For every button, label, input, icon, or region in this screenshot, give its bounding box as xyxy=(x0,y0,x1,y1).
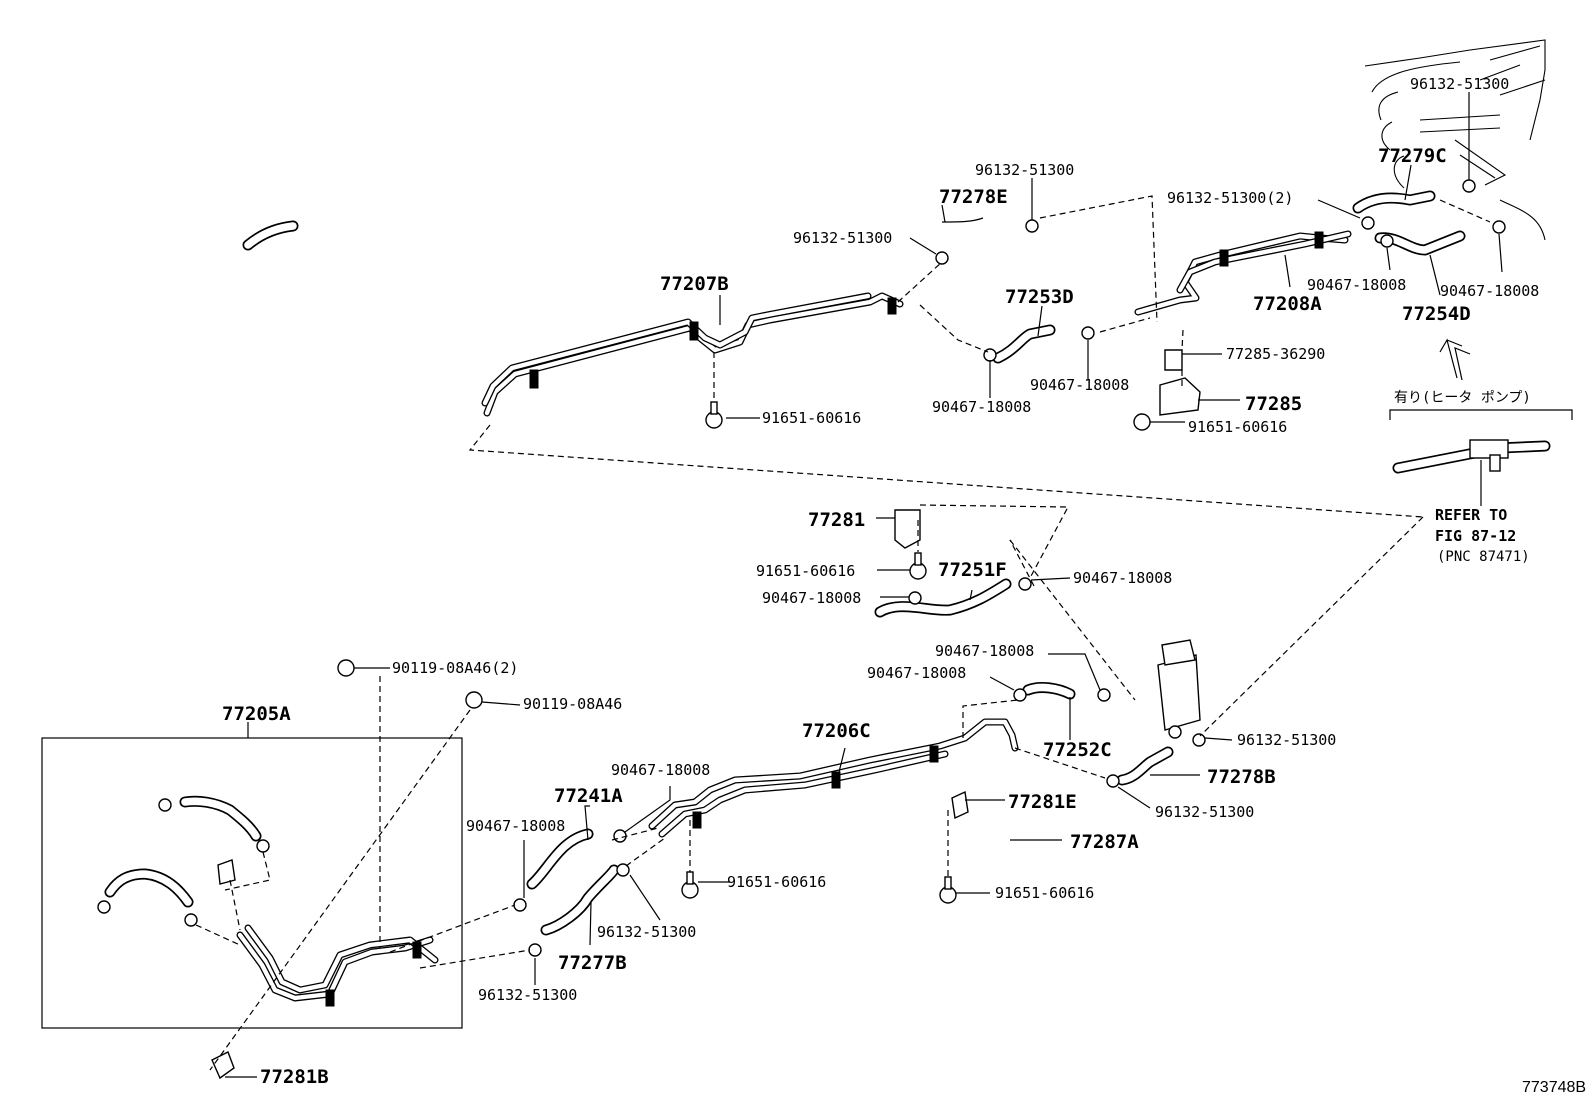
label-96132-51300-a[interactable]: 96132-51300 xyxy=(975,161,1074,179)
rubber-hoses xyxy=(104,190,1551,936)
label-77254d[interactable]: 77254D xyxy=(1402,303,1471,325)
label-96132-51300-2[interactable]: 96132-51300(2) xyxy=(1167,189,1293,207)
refer-to-line2[interactable]: FIG 87-12 xyxy=(1435,527,1516,545)
clamps-and-bolts xyxy=(97,179,1509,1080)
leader-lines xyxy=(225,92,1503,1078)
label-96132-51300-g[interactable]: 96132-51300 xyxy=(597,923,696,941)
label-91651-60616-c[interactable]: 91651-60616 xyxy=(756,562,855,580)
label-77281[interactable]: 77281 xyxy=(808,509,865,531)
label-77285[interactable]: 77285 xyxy=(1245,393,1302,415)
label-90467-18008-h[interactable]: 90467-18008 xyxy=(867,664,966,682)
label-77241a[interactable]: 77241A xyxy=(554,785,623,807)
engine-outline xyxy=(1364,39,1546,241)
label-77252c[interactable]: 77252C xyxy=(1043,739,1112,761)
label-90467-18008-i[interactable]: 90467-18008 xyxy=(611,761,710,779)
label-77205a[interactable]: 77205A xyxy=(222,703,291,725)
label-90467-18008-g[interactable]: 90467-18008 xyxy=(935,642,1034,660)
label-96132-51300-b[interactable]: 96132-51300 xyxy=(793,229,892,247)
label-96132-51300-h[interactable]: 96132-51300 xyxy=(478,986,577,1004)
label-90119-08a46-2[interactable]: 90119-08A46(2) xyxy=(392,659,518,677)
label-96132-51300-c[interactable]: 96132-51300 xyxy=(1410,75,1509,93)
label-77278e[interactable]: 77278E xyxy=(939,186,1008,208)
label-90467-18008-c[interactable]: 90467-18008 xyxy=(1307,276,1406,294)
label-77251f[interactable]: 77251F xyxy=(938,559,1007,581)
label-91651-60616-e[interactable]: 91651-60616 xyxy=(995,884,1094,902)
label-77277b[interactable]: 77277B xyxy=(558,952,627,974)
label-90467-18008-a[interactable]: 90467-18008 xyxy=(932,398,1031,416)
dashed-routing-lines xyxy=(195,195,1491,1071)
refer-to-line1[interactable]: REFER TO xyxy=(1435,506,1507,524)
label-77208a[interactable]: 77208A xyxy=(1253,293,1322,315)
label-90467-18008-b[interactable]: 90467-18008 xyxy=(1030,376,1129,394)
label-91651-60616-d[interactable]: 91651-60616 xyxy=(727,873,826,891)
heater-bracket xyxy=(1389,409,1573,420)
part-labels: 96132-51300 77278E 96132-51300 77207B 91… xyxy=(222,75,1586,1096)
figure-id: 773748B xyxy=(1522,1079,1586,1096)
heater-pump-note: 有り(ヒータ ポンプ) xyxy=(1394,390,1531,406)
label-96132-51300-f[interactable]: 96132-51300 xyxy=(1155,803,1254,821)
label-90467-18008-d[interactable]: 90467-18008 xyxy=(1440,282,1539,300)
label-90467-18008-e[interactable]: 90467-18008 xyxy=(1073,569,1172,587)
label-77279c[interactable]: 77279C xyxy=(1378,145,1447,167)
label-90119-08a46[interactable]: 90119-08A46 xyxy=(523,695,622,713)
label-77253d[interactable]: 77253D xyxy=(1005,286,1074,308)
label-91651-60616-b[interactable]: 91651-60616 xyxy=(1188,418,1287,436)
label-77207b[interactable]: 77207B xyxy=(660,273,729,295)
box-77205a xyxy=(41,737,463,1029)
label-90467-18008-f[interactable]: 90467-18008 xyxy=(762,589,861,607)
refer-to-line3: (PNC 87471) xyxy=(1437,549,1530,565)
label-77287a[interactable]: 77287A xyxy=(1070,831,1139,853)
label-77285-36290[interactable]: 77285-36290 xyxy=(1226,345,1325,363)
label-77278b[interactable]: 77278B xyxy=(1207,766,1276,788)
label-77281b[interactable]: 77281B xyxy=(260,1066,329,1088)
label-77281e[interactable]: 77281E xyxy=(1008,791,1077,813)
label-77206c[interactable]: 77206C xyxy=(802,720,871,742)
label-96132-51300-e[interactable]: 96132-51300 xyxy=(1237,731,1336,749)
label-90467-18008-j[interactable]: 90467-18008 xyxy=(466,817,565,835)
label-91651-60616-a[interactable]: 91651-60616 xyxy=(762,409,861,427)
